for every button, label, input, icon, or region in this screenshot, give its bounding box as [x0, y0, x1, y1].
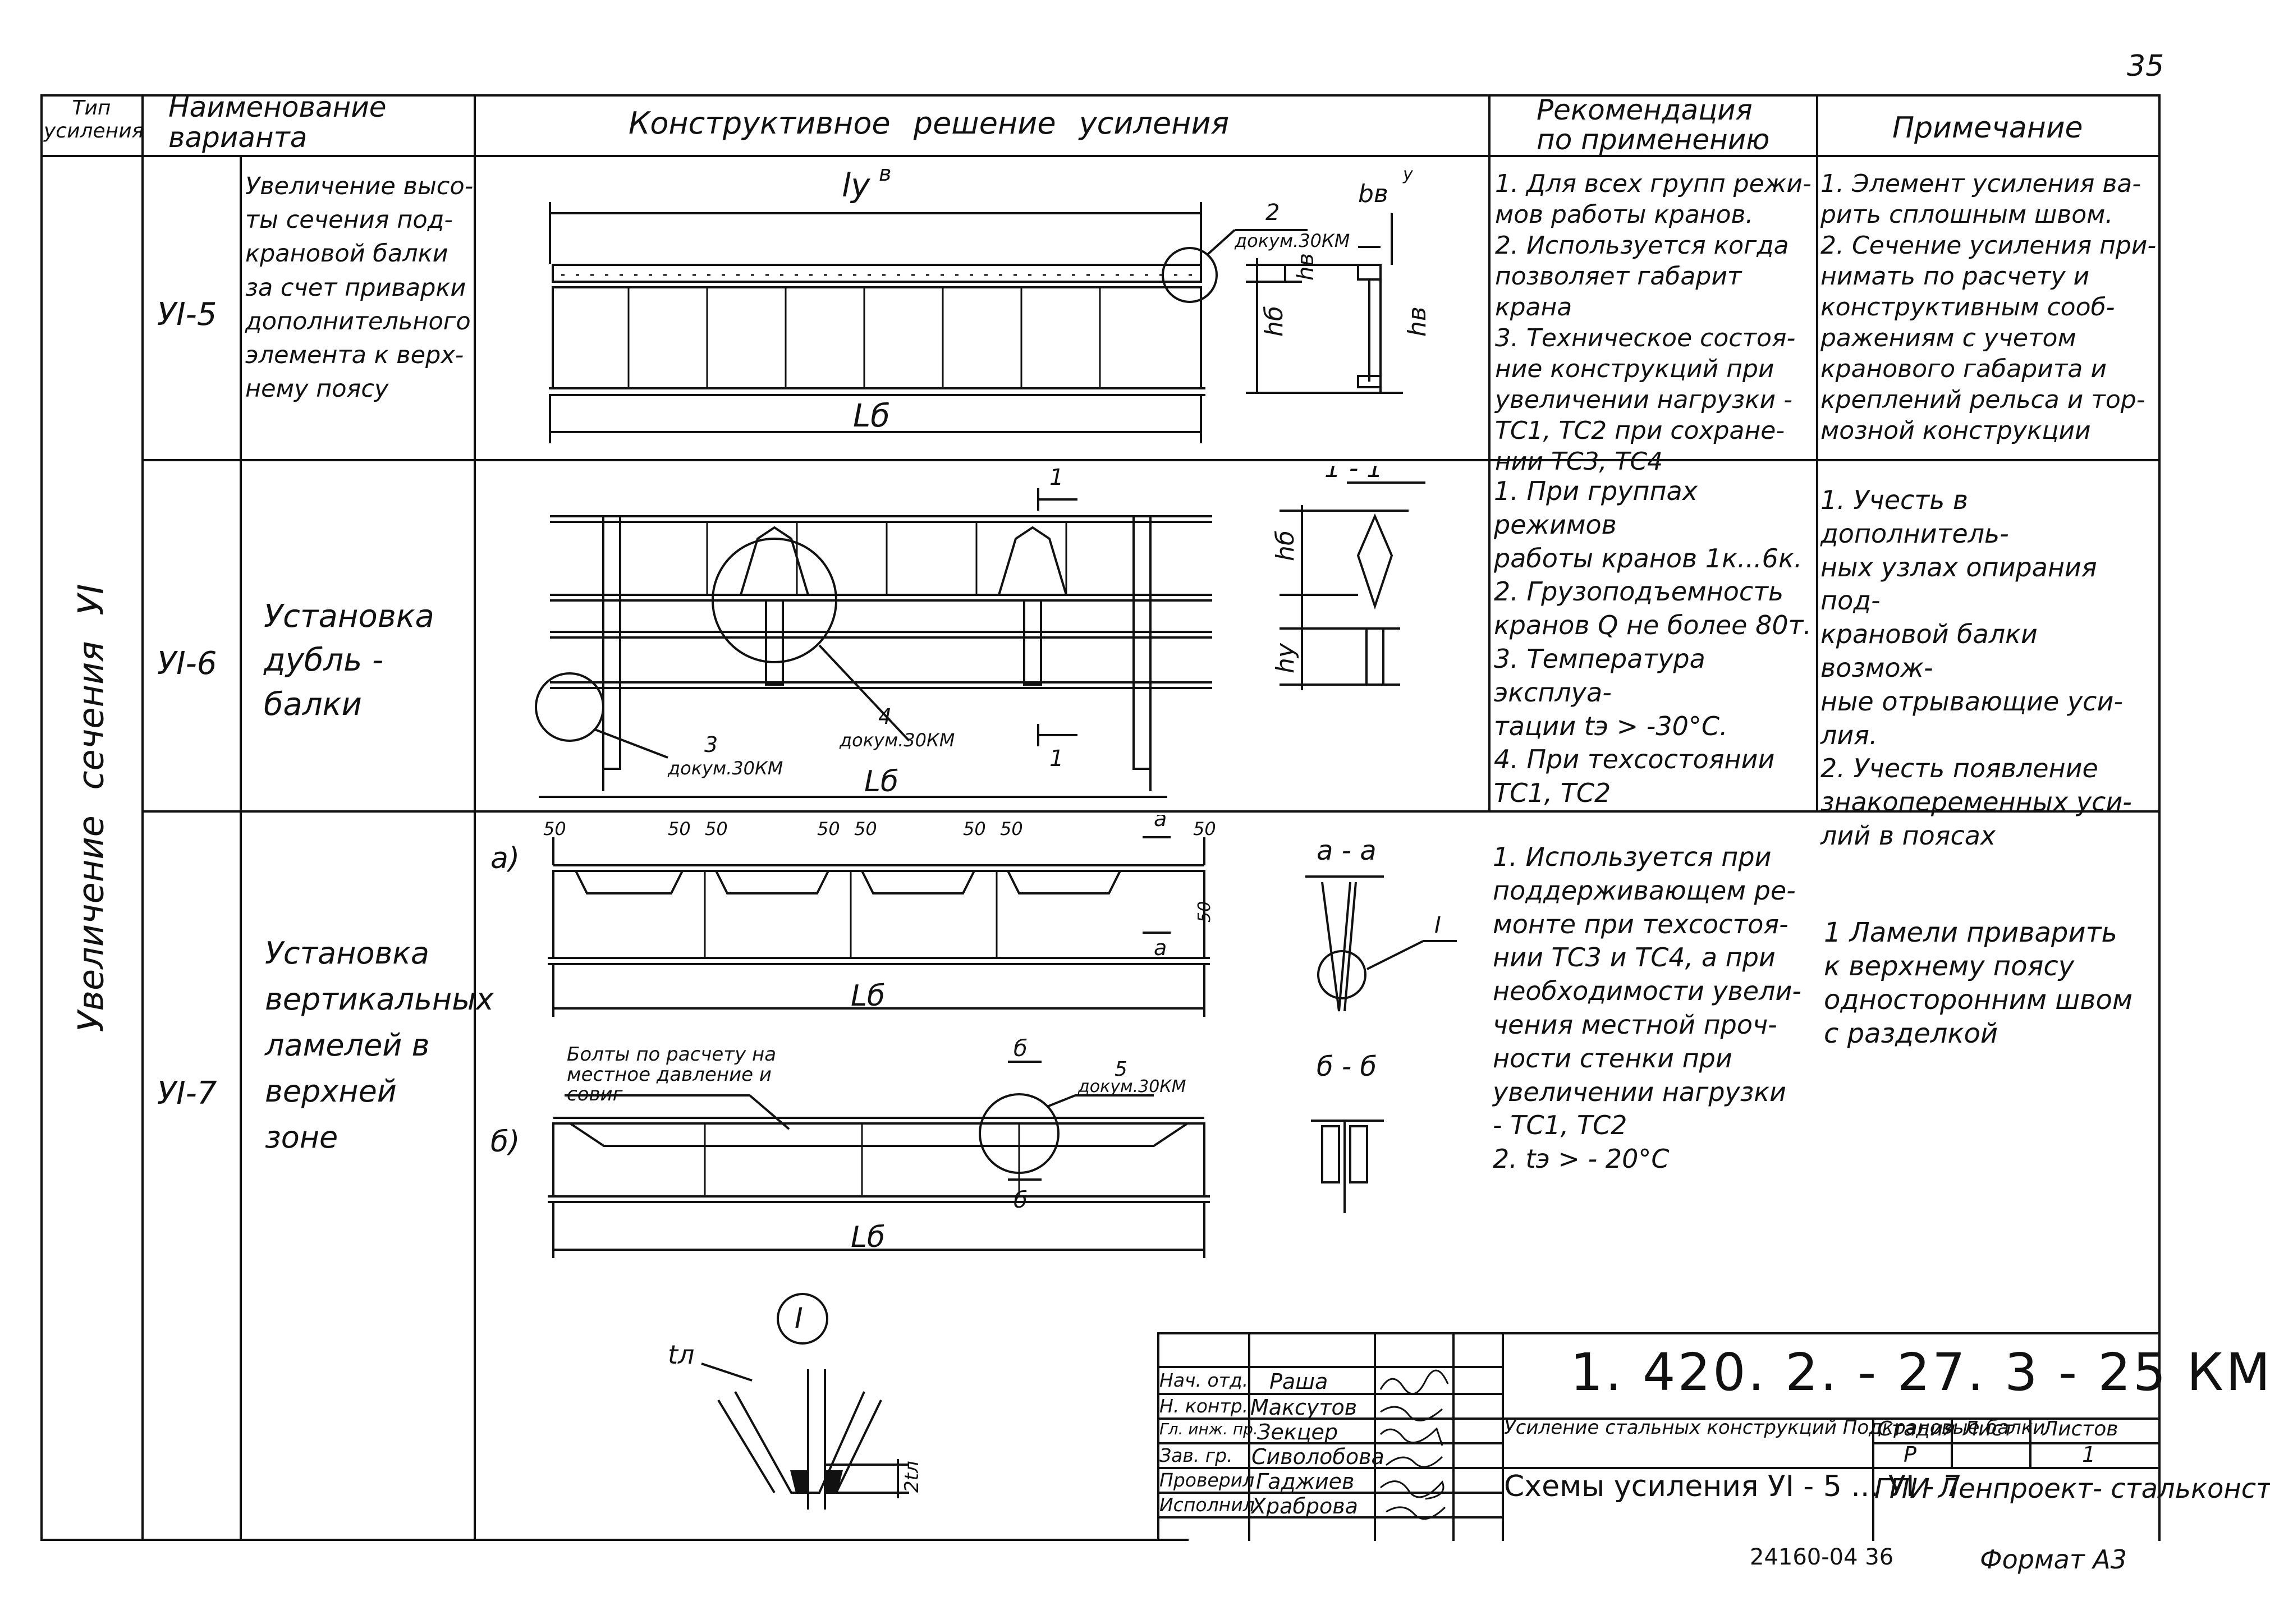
detail-2t-label: 2tл	[901, 1461, 923, 1493]
label-b: б)	[490, 1125, 520, 1159]
callout5-num: 5	[1115, 1058, 1127, 1081]
dim-bv: bв	[1358, 180, 1388, 208]
dim50-1: 50	[543, 818, 566, 839]
detail-t-label: tл	[668, 1339, 694, 1370]
signatures	[1379, 1369, 1449, 1520]
role-1: Нач. отд.	[1159, 1369, 1249, 1391]
header-col-variant: Наименование варианта	[168, 91, 387, 154]
dim50-6: 50	[963, 818, 986, 839]
header-col-solution: Конструктивное решение усиления	[629, 105, 1230, 141]
cut-a-bottom: а	[1154, 935, 1167, 960]
dim-length-ui6: Lб	[864, 765, 898, 799]
row-code-ui7: УI-7	[157, 1075, 217, 1112]
row-name-ui7: Установка вертикальных ламелей в верхней…	[265, 935, 494, 1155]
dim50-3: 50	[705, 818, 728, 839]
dim-hv: hв	[1293, 253, 1319, 281]
role-4: Зав. гр.	[1159, 1444, 1233, 1466]
dim-hy-ui6: hу	[1271, 643, 1300, 673]
cut-a-top: а	[1154, 815, 1167, 831]
dim50-9: 50	[1195, 901, 1214, 923]
page-number: 35	[2127, 49, 2164, 83]
callout4-num: 4	[878, 704, 892, 729]
footer-format: Формат А3	[1980, 1544, 2127, 1575]
doc-code: 1. 420. 2. - 27. 3 - 25 КМ	[1570, 1342, 2270, 1402]
section-aa: а - а	[1317, 835, 1377, 866]
person-6: Храброва	[1251, 1494, 1358, 1519]
callout3-doc: докум.30КМ	[667, 758, 783, 779]
cut-b-top: б	[1014, 1036, 1028, 1062]
row-code-ui5: УI-5	[157, 296, 217, 333]
dim50-2: 50	[668, 818, 691, 839]
callout2-doc: докум.30КМ	[1234, 230, 1350, 251]
person-3: Зекцер	[1257, 1420, 1338, 1444]
row-recommendation-ui5: 1. Для всех групп режи- мов работы крано…	[1495, 169, 1812, 476]
dim-lyv: lу	[842, 168, 870, 204]
group-label: Увеличение сечения УI	[70, 584, 112, 1033]
dim-lyv-sup: в	[879, 168, 891, 186]
person-2: Максутов	[1250, 1395, 1358, 1420]
beam-drawing-ui7: а) б) 50 50 50 50 50 50 50 50 50 а а а -…	[490, 815, 1457, 1258]
role-5: Проверил	[1159, 1469, 1255, 1491]
row-code-ui6: УI-6	[157, 645, 217, 682]
row-note-ui7: 1 Ламели приварить к верхнему поясу одно…	[1824, 917, 2133, 1049]
role-3: Гл. инж. пр.	[1159, 1420, 1258, 1438]
callout3-num: 3	[704, 732, 718, 757]
header-col-recommendation: Рекомендация по применению	[1537, 94, 1770, 156]
row-note-ui6: 1. Учесть в дополнитель- ных узлах опира…	[1820, 485, 2132, 851]
sheets-header: Листов	[2043, 1417, 2118, 1441]
sheet-header: Лист	[1963, 1417, 2015, 1441]
role-6: Исполнил	[1159, 1494, 1255, 1516]
dim-hb-ui6: hб	[1271, 530, 1300, 561]
dim-length-ui5: Lб	[853, 398, 890, 434]
dim-hb: hб	[1260, 306, 1288, 337]
bolts-note: Болты по расчету на местное давление и с…	[567, 1043, 777, 1106]
stage-header: Стадия	[1878, 1417, 1956, 1441]
detail-I-node: I	[795, 1302, 803, 1334]
row-name-ui6: Установка дубль - балки	[264, 598, 434, 723]
sheets-value: 1	[2082, 1442, 2096, 1467]
dim-length-ui7b: Lб	[851, 1221, 885, 1254]
callout4-doc: докум.30КМ	[839, 730, 955, 751]
callout2-num: 2	[1265, 200, 1280, 226]
beam-drawing-ui6: 1 - 1 1 1 hб hу 3 докум.30КМ 4 докум.30К…	[535, 466, 1425, 799]
header-col-note: Примечание	[1892, 111, 2083, 145]
section-bb: б - б	[1317, 1051, 1377, 1082]
cut-b-bottom: б	[1014, 1187, 1028, 1213]
person-5: Гаджиев	[1256, 1469, 1355, 1494]
footer-number: 24160-04 36	[1750, 1544, 1894, 1570]
dim50-7: 50	[1000, 818, 1023, 839]
project-name: Усиление стальных конструкций Подкрановы…	[1504, 1416, 2046, 1439]
row-name-ui5: Увеличение высо- ты сечения под- краново…	[245, 172, 474, 403]
person-4: Сиволобова	[1251, 1444, 1384, 1469]
dim-length-ui7a: Lб	[851, 979, 885, 1013]
row-note-ui5: 1. Элемент усиления ва- рить сплошным шв…	[1820, 169, 2157, 445]
dim-bv-sup: у	[1402, 168, 1414, 184]
beam-drawing-ui5: lу в 2 докум.30КМ bв у hб hв hв Lб	[549, 168, 1432, 443]
dim50-5: 50	[854, 818, 877, 839]
row-recommendation-ui6: 1. При группах режимов работы кранов 1к.…	[1494, 476, 1812, 809]
callout5-doc: докум.30КМ	[1077, 1077, 1186, 1097]
dim-hvy: hв	[1403, 306, 1432, 337]
detail-I-drawing: I tл 2tл	[668, 1293, 923, 1510]
person-1: Раша	[1269, 1369, 1328, 1394]
dim50-8: 50	[1193, 818, 1216, 839]
stage-value: Р	[1904, 1442, 1916, 1467]
role-2: Н. контр.	[1159, 1395, 1249, 1417]
cut-1-bottom: 1	[1049, 746, 1063, 772]
label-a: а)	[490, 842, 520, 875]
organization: ГПИ Ленпроект- стальконструкция	[1874, 1473, 2270, 1504]
header-col-type: Тип усиления	[44, 97, 144, 143]
node-I-label: I	[1434, 912, 1441, 938]
dim50-4: 50	[817, 818, 840, 839]
sheet-title: Схемы усиления УI - 5 ... УI - 7	[1504, 1470, 1962, 1503]
row-recommendation-ui7: 1. Используется при поддерживающем ре- м…	[1493, 842, 1801, 1175]
section-1-1: 1 - 1	[1324, 466, 1383, 483]
cut-1-top: 1	[1049, 466, 1063, 490]
